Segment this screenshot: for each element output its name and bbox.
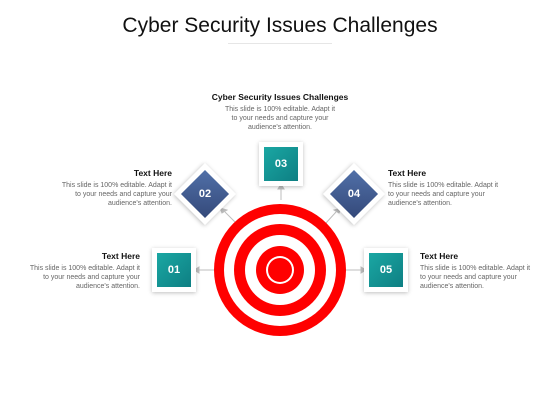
top-body-line-2: to your needs and capture your [231,115,329,123]
right-lower-body-line-3: audience's attention. [420,283,484,291]
badge-02: 02 [173,162,237,226]
page-title: Cyber Security Issues Challenges [122,14,438,37]
badge-01: 01 [152,248,196,292]
badge-01-number: 01 [167,264,181,276]
right-lower-text-block: Text Here This slide is 100% editable. A… [420,251,558,292]
badge-05: 05 [364,248,408,292]
left-lower-heading: Text Here [101,251,140,261]
badge-03: 03 [259,142,303,186]
top-heading: Cyber Security Issues Challenges [211,92,349,102]
left-upper-text-block: Text Here This slide is 100% editable. A… [30,168,172,209]
connector-right-upper [325,211,337,224]
arrow-right-lower [360,266,367,274]
left-lower-body-line-2: to your needs and capture your [43,274,140,282]
badge-03-fill [264,147,298,181]
left-upper-heading: Text Here [133,168,172,178]
badge-05-number: 05 [379,264,393,276]
right-upper-heading: Text Here [388,168,427,178]
top-body-line-3: audience's attention. [248,124,312,132]
badge-05-frame [364,248,408,292]
badge-01-frame [152,248,196,292]
top-body-line-1: This slide is 100% editable. Adapt it [224,106,336,113]
badge-03-frame [259,142,303,186]
badge-02-number: 02 [198,188,212,200]
arrow-left-lower [193,266,200,274]
right-upper-body-line-2: to your needs and capture your [388,191,485,199]
left-upper-body-line-3: audience's attention. [108,200,172,208]
right-lower-body-line-1: This slide is 100% editable. Adapt it [420,265,531,272]
arrow-top [277,183,285,190]
badge-03-number: 03 [274,158,288,170]
right-upper-text-block: Text Here This slide is 100% editable. A… [388,168,530,209]
right-lower-body-line-2: to your needs and capture your [420,274,517,282]
badge-04-number: 04 [347,188,361,200]
right-upper-body-line-3: audience's attention. [388,200,452,208]
badge-04: 04 [322,162,386,226]
left-lower-text-block: Text Here This slide is 100% editable. A… [0,251,140,292]
title-underline [228,43,332,44]
left-upper-body-line-1: This slide is 100% editable. Adapt it [61,182,172,189]
target-center [268,258,292,282]
arrow-left-upper [219,207,229,214]
right-lower-heading: Text Here [420,251,459,261]
right-upper-body-line-1: This slide is 100% editable. Adapt it [388,182,499,189]
left-lower-body-line-1: This slide is 100% editable. Adapt it [29,265,140,272]
top-text-block: Cyber Security Issues Challenges This sl… [180,92,380,133]
connector-left-upper [224,211,237,224]
badge-01-fill [157,253,191,287]
badge-05-fill [369,253,403,287]
target-bullseye [214,204,346,336]
left-lower-body-line-3: audience's attention. [76,283,140,291]
left-upper-body-line-2: to your needs and capture your [75,191,172,199]
